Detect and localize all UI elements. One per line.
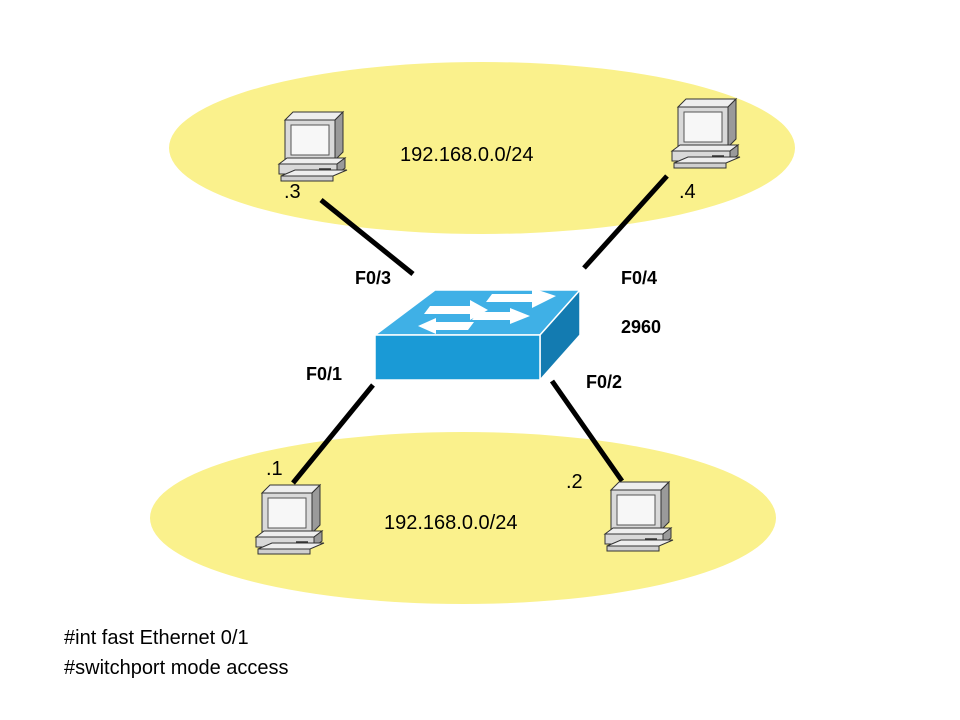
pc-top-left-icon[interactable]: [278, 111, 348, 182]
top-segment: [169, 62, 795, 234]
command-line-2: #switchport mode access: [64, 657, 289, 679]
pc-bottom-left-icon[interactable]: [255, 484, 325, 555]
host-label-top-right: .4: [679, 181, 696, 203]
host-label-top-left: .3: [284, 181, 301, 203]
host-label-bottom-left: .1: [266, 458, 283, 480]
host-label-bottom-right: .2: [566, 471, 583, 493]
bottom-subnet-label: 192.168.0.0/24: [384, 512, 517, 534]
port-label-f0-1: F0/1: [306, 364, 342, 384]
pc-bottom-right-icon[interactable]: [604, 481, 674, 552]
port-label-f0-2: F0/2: [586, 372, 622, 392]
switch-model-label: 2960: [621, 317, 661, 337]
port-label-f0-3: F0/3: [355, 268, 391, 288]
cable-f0-2: [549, 379, 625, 483]
pc-top-right-icon[interactable]: [671, 98, 741, 169]
top-subnet-label: 192.168.0.0/24: [400, 144, 533, 166]
cable-f0-1: [291, 383, 375, 485]
cable-f0-4: [582, 174, 669, 270]
command-line-1: #int fast Ethernet 0/1: [64, 627, 249, 649]
cable-f0-3: [319, 198, 415, 276]
port-label-f0-4: F0/4: [621, 268, 657, 288]
switch-icon[interactable]: [372, 288, 582, 382]
